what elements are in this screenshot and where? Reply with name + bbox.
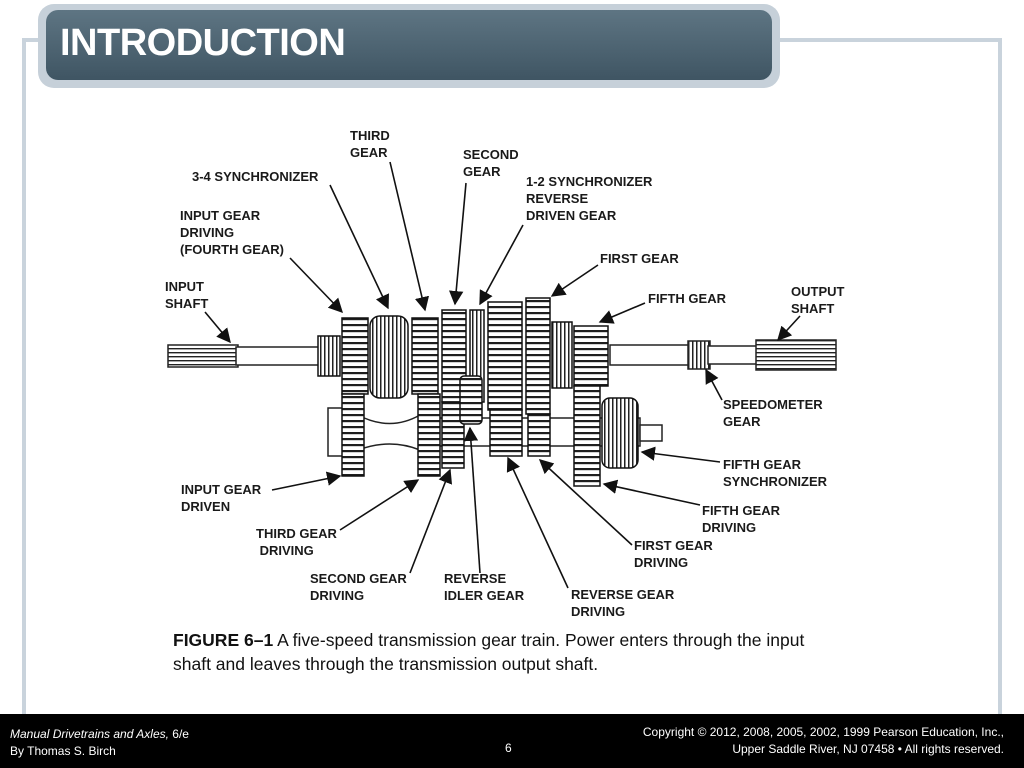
arrow-input-gear-driven xyxy=(271,471,342,491)
main-shaft xyxy=(167,339,837,371)
arrow-fifth-gear-synchronizer xyxy=(640,446,721,463)
arrow-reverse-idler-gear xyxy=(463,426,481,574)
arrow-input-gear-driving xyxy=(289,257,343,314)
lower-gears xyxy=(341,375,639,487)
arrow-first-gear xyxy=(550,264,599,297)
arrow-first-gear-driving xyxy=(538,459,633,546)
arrow-reverse-gear-driving xyxy=(506,456,569,589)
arrow-3-4-synchronizer xyxy=(329,184,389,310)
footer-edition: 6/e xyxy=(168,727,189,741)
label-first-gear: FIRST GEAR xyxy=(600,251,679,266)
arrow-speedometer-gear xyxy=(705,368,723,401)
page-number: 6 xyxy=(505,741,512,755)
label-3-4-synchronizer: 3-4 SYNCHRONIZER xyxy=(192,169,319,184)
title-bar xyxy=(46,10,772,80)
arrow-fifth-gear xyxy=(598,302,646,324)
leader-arrows xyxy=(204,161,801,589)
arrow-third-gear xyxy=(389,161,430,312)
arrow-output-shaft xyxy=(777,315,801,342)
arrow-second-gear-driving xyxy=(409,468,453,574)
arrow-fifth-gear-driving xyxy=(602,479,701,506)
footer-bar: Manual Drivetrains and Axles, 6/e By Tho… xyxy=(0,714,1024,768)
upper-gears xyxy=(317,297,609,415)
arrow-1-2-synchronizer xyxy=(479,224,524,306)
footer-book-title: Manual Drivetrains and Axles, xyxy=(10,727,169,741)
label-fifth-gear: FIFTH GEAR xyxy=(648,291,727,306)
arrow-second-gear xyxy=(449,182,467,306)
arrow-third-gear-driving xyxy=(339,479,420,531)
arrow-input-shaft xyxy=(204,311,231,344)
footer-book-info: Manual Drivetrains and Axles, 6/e By Tho… xyxy=(10,726,189,760)
figure-caption-text: A five-speed transmission gear train. Po… xyxy=(173,630,805,674)
slide-title: INTRODUCTION xyxy=(60,22,346,64)
figure-label: FIGURE 6–1 xyxy=(173,630,274,650)
footer-copyright-line1: Copyright © 2012, 2008, 2005, 2002, 1999… xyxy=(642,725,1004,739)
footer-copyright: Copyright © 2012, 2008, 2005, 2002, 1999… xyxy=(643,724,1004,758)
footer-author: By Thomas S. Birch xyxy=(10,744,116,758)
footer-copyright-line2: Upper Saddle River, NJ 07458 • All right… xyxy=(732,742,1004,756)
label-third-gear-driving: THIRD GEAR DRIVING xyxy=(256,526,338,558)
figure-caption: FIGURE 6–1 A five-speed transmission gea… xyxy=(173,628,833,676)
